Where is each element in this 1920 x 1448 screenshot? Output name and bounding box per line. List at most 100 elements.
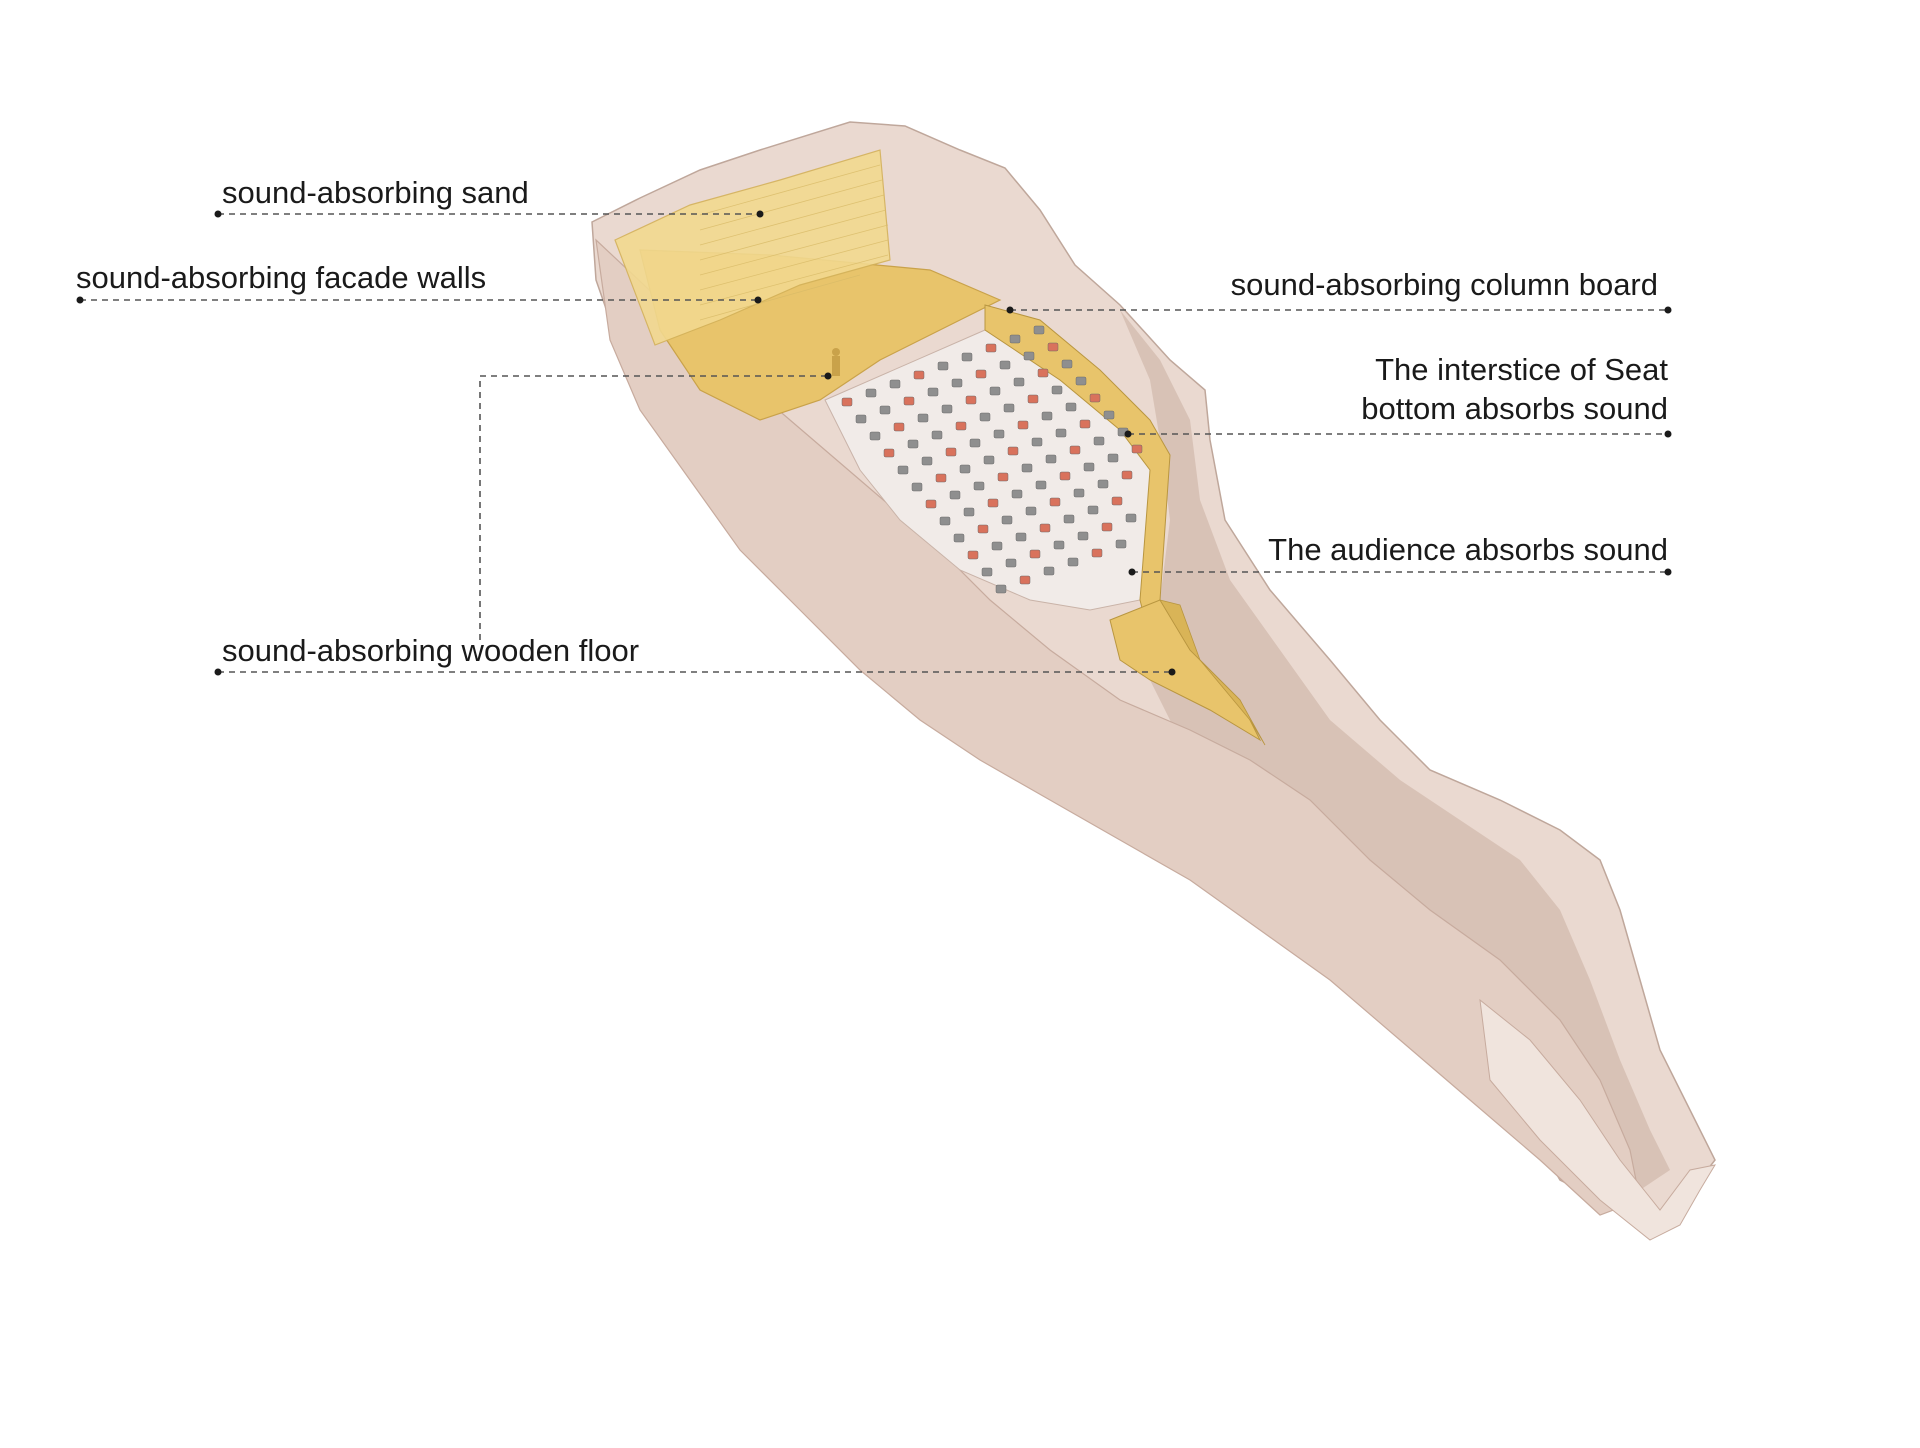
seat <box>1007 446 1019 456</box>
dot-interstice-end <box>1664 430 1672 438</box>
seat <box>991 541 1003 551</box>
label-sound-absorbing-facade-walls: sound-absorbing facade walls <box>76 260 487 295</box>
seat <box>931 430 943 440</box>
label-sound-absorbing-sand: sound-absorbing sand <box>222 175 529 210</box>
seat <box>1025 506 1037 516</box>
seat <box>1091 548 1103 558</box>
seat <box>1061 359 1073 369</box>
seat <box>1069 445 1081 455</box>
seat <box>1097 479 1109 489</box>
seat <box>1067 557 1079 567</box>
seat <box>1015 532 1027 542</box>
dot-column-start <box>1006 306 1014 314</box>
dot-column-end <box>1664 306 1672 314</box>
leader-dots <box>76 210 1672 676</box>
dot-floor-end <box>1168 668 1176 676</box>
seat <box>949 490 961 500</box>
seat <box>1131 444 1143 454</box>
seat <box>883 448 895 458</box>
seat <box>1107 453 1119 463</box>
dot-sand-end <box>756 210 764 218</box>
seat <box>1041 411 1053 421</box>
label-sound-absorbing-column-board: sound-absorbing column board <box>1230 267 1658 302</box>
lower-side-wall <box>1159 599 1266 746</box>
dot-performer <box>824 372 832 380</box>
seat <box>993 429 1005 439</box>
seat <box>1063 514 1075 524</box>
performer-figure <box>832 348 840 376</box>
seat <box>855 414 867 424</box>
label-sound-absorbing-wooden-floor: sound-absorbing wooden floor <box>222 633 640 668</box>
seat <box>1121 470 1133 480</box>
audience-seats <box>841 325 1143 594</box>
seat <box>987 498 999 508</box>
seat <box>953 533 965 543</box>
seat <box>999 360 1011 370</box>
seat <box>1001 515 1013 525</box>
seat <box>1103 410 1115 420</box>
dot-facade-start <box>76 296 84 304</box>
seat <box>1017 420 1029 430</box>
seat <box>983 455 995 465</box>
seat <box>935 473 947 483</box>
seat <box>975 369 987 379</box>
seat <box>1055 428 1067 438</box>
seat <box>1023 351 1035 361</box>
facade-wall-lines <box>699 164 889 321</box>
seat <box>1029 549 1041 559</box>
seat <box>961 352 973 362</box>
seat <box>1003 403 1015 413</box>
seat <box>951 378 963 388</box>
seat <box>1049 497 1061 507</box>
seat <box>911 482 923 492</box>
seat <box>1065 402 1077 412</box>
seat <box>1009 334 1021 344</box>
seat <box>841 397 853 407</box>
seat <box>1075 376 1087 386</box>
seat <box>1051 385 1063 395</box>
dot-facade-end <box>754 296 762 304</box>
seat <box>1033 325 1045 335</box>
rock-lower-slab <box>1479 998 1717 1241</box>
seat <box>925 499 937 509</box>
seat <box>1093 436 1105 446</box>
seat <box>955 421 967 431</box>
seat <box>1013 377 1025 387</box>
facade-wall <box>614 149 891 346</box>
dot-audience-start <box>1128 568 1136 576</box>
seat <box>1125 513 1137 523</box>
seat <box>1059 471 1071 481</box>
dot-interstice-start <box>1124 430 1132 438</box>
seat <box>1019 575 1031 585</box>
seat <box>1039 523 1051 533</box>
seat <box>1077 531 1089 541</box>
seat <box>865 388 877 398</box>
seat <box>1037 368 1049 378</box>
seat <box>1021 463 1033 473</box>
seat <box>1027 394 1039 404</box>
seat <box>1045 454 1057 464</box>
seat <box>967 550 979 560</box>
seat <box>963 507 975 517</box>
leader-lines <box>80 213 1668 673</box>
seat <box>907 439 919 449</box>
dot-audience-end <box>1664 568 1672 576</box>
seat <box>1035 480 1047 490</box>
seat <box>1047 342 1059 352</box>
rock-inner-shadow <box>1120 310 1670 1190</box>
seat <box>1031 437 1043 447</box>
seat <box>973 481 985 491</box>
seat <box>1089 393 1101 403</box>
seat <box>941 404 953 414</box>
seat <box>1115 539 1127 549</box>
seat <box>1053 540 1065 550</box>
auditorium-interior <box>614 149 1266 746</box>
seat <box>897 465 909 475</box>
seat <box>889 379 901 389</box>
seat <box>965 395 977 405</box>
seat <box>989 386 1001 396</box>
seat <box>917 413 929 423</box>
leader-performer <box>479 375 828 640</box>
seat <box>1101 522 1113 532</box>
